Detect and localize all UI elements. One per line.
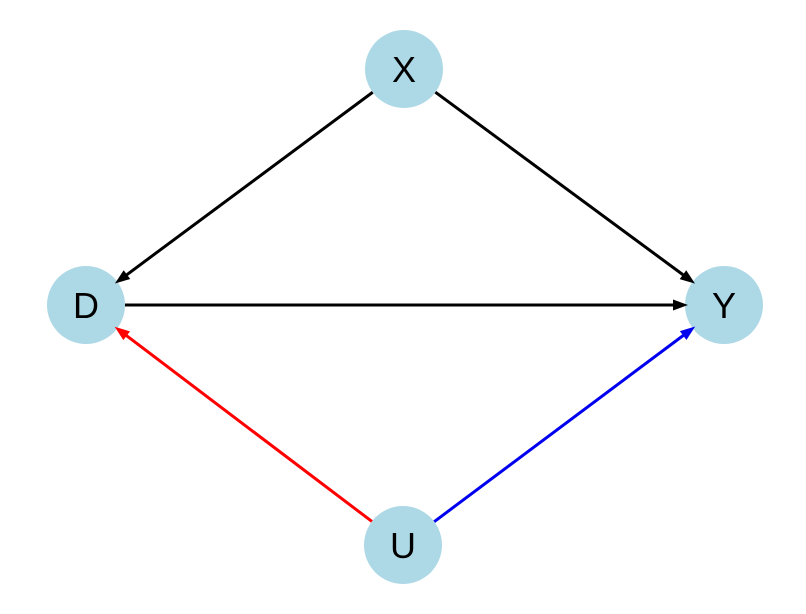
edge-U-Y: [433, 332, 687, 523]
edge-X-D: [123, 91, 374, 278]
node-U: [364, 506, 442, 584]
edge-U-D: [123, 332, 373, 523]
arrowhead-X-D: [114, 270, 131, 284]
arrowhead-X-Y: [679, 270, 696, 284]
arrowhead-D-Y: [673, 299, 688, 311]
node-label-X: X: [392, 49, 416, 90]
arrowhead-U-Y: [679, 326, 696, 340]
arrowhead-U-D: [114, 326, 130, 341]
node-Y: [685, 266, 763, 344]
node-label-D: D: [73, 285, 99, 326]
node-X: [365, 30, 443, 108]
node-label-U: U: [390, 525, 416, 566]
edge-X-Y: [434, 90, 687, 278]
node-label-Y: Y: [712, 285, 736, 326]
node-D: [47, 266, 125, 344]
